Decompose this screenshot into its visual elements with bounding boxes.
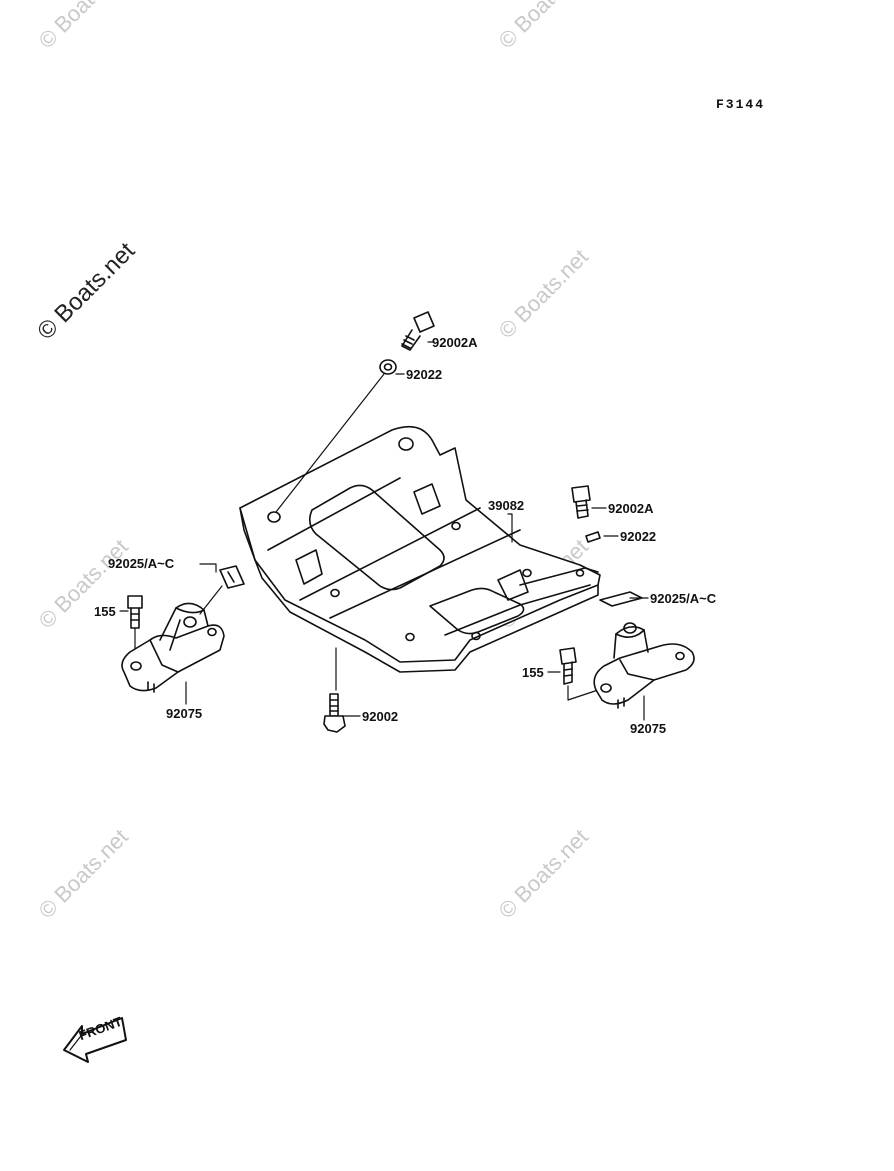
- engine-mount-plate: [239, 425, 601, 673]
- label-bolt-right: 92002A: [608, 501, 654, 516]
- label-bolt-bottom: 92002: [362, 709, 399, 724]
- label-bolt-right-small: 155: [522, 665, 544, 680]
- label-plate: 39082: [488, 498, 525, 513]
- label-spring-left: 92025/A~C: [108, 556, 175, 571]
- bolt-left-155: [127, 595, 143, 629]
- label-spring-right: 92025/A~C: [650, 591, 717, 606]
- figure-code: F3144: [716, 97, 766, 112]
- spring-clip-right: [599, 591, 643, 607]
- front-direction-arrow: [63, 1017, 127, 1063]
- label-bolt-left-small: 155: [94, 604, 116, 619]
- label-washer-top: 92022: [406, 367, 443, 382]
- bolt-right-155: [559, 647, 577, 685]
- label-washer-right: 92022: [620, 529, 657, 544]
- engine-mount-left: [121, 602, 225, 693]
- engine-mount-right: [593, 622, 695, 709]
- bolt-top-92002A: [401, 311, 435, 351]
- label-mount-right: 92075: [630, 721, 667, 736]
- spring-clip-left: [219, 565, 245, 589]
- label-bolt-top: 92002A: [432, 335, 478, 350]
- washer-right-92022: [585, 531, 601, 543]
- bolt-bottom-92002: [323, 693, 346, 733]
- label-mount-left: 92075: [166, 706, 203, 721]
- bolt-right-92002A: [571, 485, 591, 519]
- washer-top-92022: [379, 359, 397, 375]
